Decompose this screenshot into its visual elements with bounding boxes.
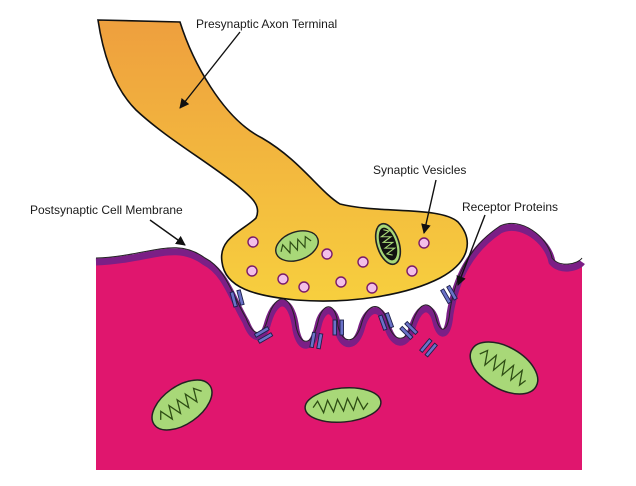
receptor-protein [229,289,245,308]
vesicle [298,281,310,293]
postsynaptic-cell [96,227,582,470]
label-synaptic-vesicles: Synaptic Vesicles [373,163,466,177]
postsynaptic-membrane-outline [95,222,583,342]
arrow-presynaptic [179,31,241,109]
receptor-protein [419,338,438,358]
arrow-receptor [456,214,486,286]
label-presynaptic-axon-terminal: Presynaptic Axon Terminal [196,17,337,31]
vesicle [277,273,289,285]
receptor-proteins [229,284,458,358]
receptor-protein [332,319,344,336]
receptor-protein [399,320,419,341]
receptor-protein [253,326,274,344]
receptor-protein [309,331,324,350]
mitochondrion-post-2 [304,386,382,424]
mitochondrion-post-3 [469,341,539,395]
vesicle [321,248,333,260]
vesicle [335,276,347,288]
vesicle [247,236,259,248]
vesicle [357,256,369,268]
vesicle [418,237,430,249]
mitochondrion-post-1 [151,379,213,431]
presynaptic-axon-terminal [97,19,468,302]
receptor-protein [377,312,395,331]
mitochondrion-axon-1 [275,230,319,262]
receptor-protein [440,284,458,305]
label-receptor-proteins: Receptor Proteins [462,200,558,214]
vesicle [246,265,258,277]
postsynaptic-membrane [95,223,585,349]
label-postsynaptic-cell-membrane: Postsynaptic Cell Membrane [30,203,183,217]
vesicle [366,282,378,294]
synaptic-vesicles [246,236,430,294]
arrow-postsynaptic-membrane [149,219,186,246]
vesicle [406,265,418,277]
mitochondrion-axon-2 [374,222,402,266]
arrow-vesicles [421,179,437,234]
